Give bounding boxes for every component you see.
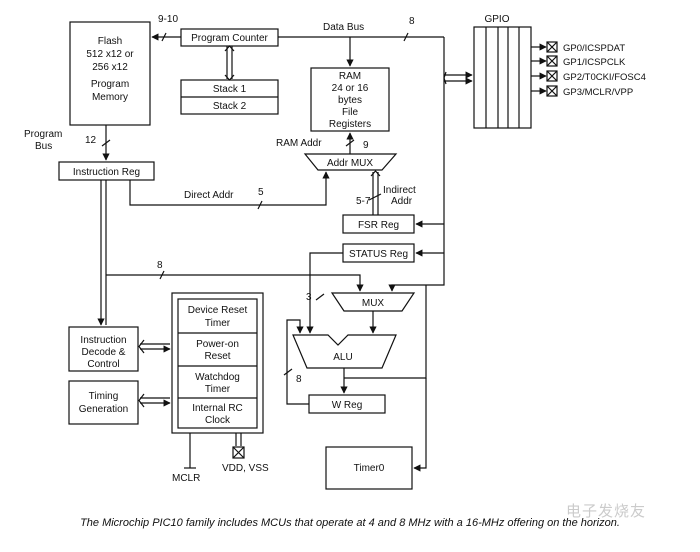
w-reg: W Reg xyxy=(308,394,386,414)
reset-clock-group: Device Reset Timer Power-on Reset Watchd… xyxy=(171,292,264,434)
pin-gp1: GP1/ICSPCLK xyxy=(563,57,626,68)
svg-text:FSR Reg: FSR Reg xyxy=(358,220,399,231)
mux: MUX xyxy=(330,292,416,312)
addr-mux: Addr MUX xyxy=(303,153,398,171)
svg-text:5: 5 xyxy=(258,187,264,198)
mclr-label: MCLR xyxy=(172,473,200,484)
svg-text:bytes: bytes xyxy=(338,95,362,106)
gpio-pins: GP0/ICSPDAT GP1/ICSPCLK GP2/T0CKI/FOSC4 … xyxy=(531,41,646,98)
pin-gp2: GP2/T0CKI/FOSC4 xyxy=(563,72,646,83)
svg-text:3: 3 xyxy=(306,292,312,303)
program-counter: Program Counter xyxy=(180,28,279,47)
svg-text:Timing: Timing xyxy=(89,391,119,402)
connections xyxy=(97,32,473,472)
timing-generation: Timing Generation xyxy=(68,380,139,425)
svg-text:File: File xyxy=(342,107,359,118)
svg-text:8: 8 xyxy=(409,16,415,27)
alu: ALU xyxy=(292,334,397,369)
svg-text:Generation: Generation xyxy=(79,404,128,415)
svg-text:Stack 1: Stack 1 xyxy=(213,84,247,95)
instruction-decode-control: Instruction Decode & Control xyxy=(68,326,139,372)
pin-gp0: GP0/ICSPDAT xyxy=(563,43,625,54)
ram-file-registers: RAM 24 or 16 bytes File Registers xyxy=(310,67,390,132)
watchdog-timer: Watchdog xyxy=(195,372,240,383)
watermark: 电子发烧友 xyxy=(566,502,647,520)
svg-text:Flash: Flash xyxy=(98,36,122,47)
svg-text:Timer0: Timer0 xyxy=(354,463,385,474)
fsr-reg: FSR Reg xyxy=(342,214,415,234)
gpio-block: GPIO xyxy=(473,14,532,129)
svg-text:Program: Program xyxy=(91,79,129,90)
svg-text:MUX: MUX xyxy=(362,298,385,309)
svg-text:Indirect: Indirect xyxy=(383,185,416,196)
svg-text:Addr: Addr xyxy=(391,196,413,207)
svg-text:Instruction: Instruction xyxy=(80,335,126,346)
svg-text:RAM: RAM xyxy=(339,71,361,82)
svg-text:Program: Program xyxy=(24,129,62,140)
flash-program-memory: Flash 512 x12 or 256 x12 Program Memory xyxy=(69,21,151,126)
svg-text:256 x12: 256 x12 xyxy=(92,62,128,73)
svg-text:8: 8 xyxy=(296,374,302,385)
svg-text:ALU: ALU xyxy=(333,352,352,363)
svg-text:5-7: 5-7 xyxy=(356,196,371,207)
svg-text:Program Counter: Program Counter xyxy=(191,33,268,44)
svg-text:Stack 2: Stack 2 xyxy=(213,101,247,112)
svg-text:Timer: Timer xyxy=(205,384,231,395)
svg-text:STATUS Reg: STATUS Reg xyxy=(349,249,408,260)
svg-text:Reset: Reset xyxy=(204,351,230,362)
svg-text:Instruction Reg: Instruction Reg xyxy=(73,167,140,178)
svg-text:8: 8 xyxy=(157,260,163,271)
svg-text:RAM Addr: RAM Addr xyxy=(276,138,322,149)
svg-text:Memory: Memory xyxy=(92,92,128,103)
svg-text:Data Bus: Data Bus xyxy=(323,22,364,33)
status-reg: STATUS Reg xyxy=(342,243,415,263)
device-reset-timer: Device Reset xyxy=(188,305,248,316)
bus-labels: 9-10 Data Bus 8 Program Bus 12 RAM Addr … xyxy=(24,14,416,484)
svg-text:Direct Addr: Direct Addr xyxy=(184,190,234,201)
svg-text:Timer: Timer xyxy=(205,318,231,329)
svg-text:9-10: 9-10 xyxy=(158,14,178,25)
svg-text:Control: Control xyxy=(87,359,119,370)
instruction-reg: Instruction Reg xyxy=(58,161,155,181)
pin-gp3: GP3/MCLR/VPP xyxy=(563,87,633,98)
internal-rc-clock: Internal RC xyxy=(192,403,243,414)
vdd-vss-label: VDD, VSS xyxy=(222,463,269,474)
svg-text:Addr MUX: Addr MUX xyxy=(327,158,373,169)
svg-text:W Reg: W Reg xyxy=(332,400,363,411)
stack: Stack 1 Stack 2 xyxy=(180,79,279,115)
svg-text:9: 9 xyxy=(363,140,369,151)
timer0: Timer0 xyxy=(325,446,413,490)
svg-text:Clock: Clock xyxy=(205,415,231,426)
svg-text:512 x12 or: 512 x12 or xyxy=(86,49,134,60)
svg-text:Bus: Bus xyxy=(35,141,52,152)
power-on-reset: Power-on xyxy=(196,339,239,350)
pin-icon xyxy=(546,41,558,97)
svg-text:24 or 16: 24 or 16 xyxy=(332,83,369,94)
svg-text:Registers: Registers xyxy=(329,119,371,130)
svg-text:Decode &: Decode & xyxy=(82,347,126,358)
svg-text:12: 12 xyxy=(85,135,97,146)
svg-text:GPIO: GPIO xyxy=(484,14,509,25)
figure-caption: The Microchip PIC10 family includes MCUs… xyxy=(80,517,620,529)
